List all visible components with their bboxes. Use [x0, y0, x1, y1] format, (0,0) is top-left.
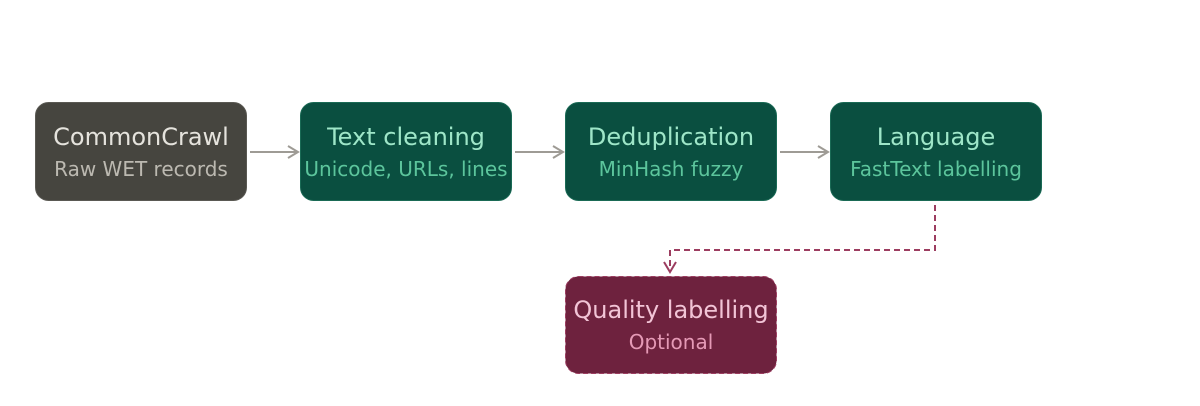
- node-quality-labelling-title: Quality labelling: [573, 296, 768, 324]
- node-commoncrawl-title: CommonCrawl: [53, 123, 229, 151]
- node-quality-labelling-subtitle: Optional: [629, 330, 714, 354]
- node-deduplication: Deduplication MinHash fuzzy: [565, 102, 777, 201]
- node-deduplication-title: Deduplication: [588, 123, 754, 151]
- node-quality-labelling: Quality labelling Optional: [565, 276, 777, 374]
- node-language-title: Language: [877, 123, 995, 151]
- node-language: Language FastText labelling: [830, 102, 1042, 201]
- node-deduplication-subtitle: MinHash fuzzy: [599, 157, 744, 181]
- node-text-cleaning-subtitle: Unicode, URLs, lines: [304, 157, 507, 181]
- node-commoncrawl-subtitle: Raw WET records: [54, 157, 228, 181]
- node-text-cleaning-title: Text cleaning: [326, 123, 485, 151]
- edge-language-to-quality-labelling: [663, 205, 936, 274]
- node-language-subtitle: FastText labelling: [850, 157, 1022, 181]
- node-commoncrawl: CommonCrawl Raw WET records: [35, 102, 247, 201]
- node-text-cleaning: Text cleaning Unicode, URLs, lines: [300, 102, 512, 201]
